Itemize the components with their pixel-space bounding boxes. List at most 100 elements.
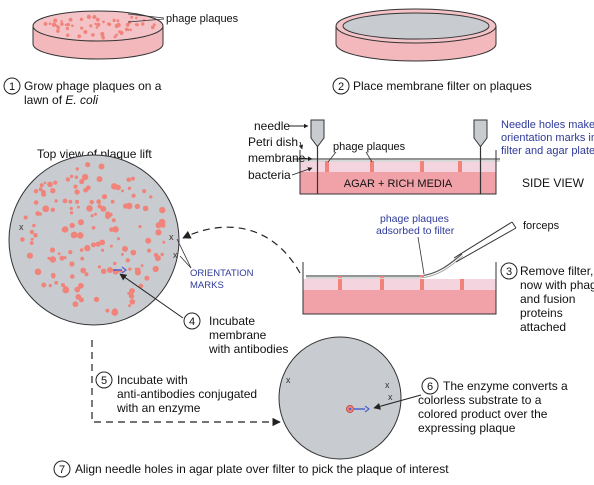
plaque-dot xyxy=(105,308,110,313)
plaque-dot xyxy=(129,299,136,305)
plaque-dot xyxy=(68,17,73,22)
plaque-dot xyxy=(98,163,105,170)
plaque-dot xyxy=(155,229,162,236)
plaque-dot xyxy=(138,225,142,229)
label-bacteria: bacteria xyxy=(248,168,291,182)
plaque-dot xyxy=(144,275,150,281)
step-1-caption: 1 Grow phage plaques on a lawn of E. col… xyxy=(3,77,162,107)
plaque-dot xyxy=(80,256,85,261)
plaque-dot xyxy=(30,237,34,241)
plaque-dot xyxy=(74,189,80,195)
step-text: Grow phage plaques on a xyxy=(24,79,162,93)
plaque-dot xyxy=(71,24,74,28)
plaque-dots xyxy=(43,14,156,40)
plaque-dot xyxy=(112,308,118,314)
plaque-dot xyxy=(96,199,102,205)
label-membrane: membrane xyxy=(248,151,306,165)
plaque-dot xyxy=(62,198,68,204)
step-number-circle xyxy=(53,460,71,478)
step-text: colorless substrate to a xyxy=(418,393,542,407)
needle-left xyxy=(310,119,325,194)
step-number-circle xyxy=(500,262,518,280)
plaque-dot xyxy=(112,18,116,22)
plaque-dot xyxy=(48,22,52,26)
step-number: 4 xyxy=(189,316,195,328)
plaque-dot xyxy=(62,286,70,294)
dashed-flow-arrow xyxy=(91,340,281,427)
plaque-dot xyxy=(29,229,35,235)
needle-right xyxy=(473,119,488,194)
plaque-dot xyxy=(64,23,68,27)
plaque-dot xyxy=(77,232,84,239)
pointer-line xyxy=(365,151,373,163)
plaque-dot xyxy=(128,293,135,299)
plaque-dot xyxy=(78,219,84,226)
plaque-dot xyxy=(130,249,137,256)
plaque-dot xyxy=(105,211,110,217)
plaque-dot xyxy=(131,193,136,198)
plaque-dot xyxy=(141,22,145,26)
plaque-dot xyxy=(84,244,91,252)
plaque-dot xyxy=(95,17,100,22)
needle-note: Needle holes make orientation marks in f… xyxy=(501,119,594,157)
plaque-dot xyxy=(97,265,101,269)
plaque-dot xyxy=(39,183,44,188)
plaque-dot xyxy=(43,22,48,26)
plaque-dot xyxy=(69,211,74,215)
label-orientation-marks: ORIENTATION xyxy=(190,268,254,279)
plaque-dot xyxy=(95,26,99,29)
plaque-dot xyxy=(68,250,73,255)
plaque-dot xyxy=(65,26,69,31)
orientation-mark: x xyxy=(19,222,24,232)
plaque-dot xyxy=(77,205,80,209)
step-2-caption: 2 Place membrane filter on plaques xyxy=(332,77,532,95)
plaque-mark xyxy=(370,161,374,172)
step-text: Place membrane filter on plaques xyxy=(353,79,532,93)
bacteria-layer xyxy=(300,162,496,172)
plaque-dot xyxy=(162,240,166,244)
step-5-caption: 5 Incubate with anti-antibodies conjugat… xyxy=(95,371,257,415)
plaque-dot xyxy=(94,212,97,216)
plaque-dot xyxy=(120,252,124,256)
plaque-dot xyxy=(70,274,75,279)
plaque-dot xyxy=(77,34,82,39)
plaque-dot xyxy=(137,267,141,271)
plaque-dot xyxy=(160,223,166,228)
plaque-dot xyxy=(35,211,41,216)
plaque-dot xyxy=(48,283,52,288)
step-text: Align needle holes in agar plate over fi… xyxy=(75,462,449,476)
plaque-dot xyxy=(86,205,93,212)
plaque-mark xyxy=(458,161,462,172)
svg-text:Needle holes make: Needle holes make xyxy=(501,119,594,131)
orientation-mark: x xyxy=(286,375,291,385)
pointer-line xyxy=(179,255,192,269)
plaque-dot xyxy=(135,16,138,20)
plaque-dot xyxy=(124,27,129,32)
plaque-dot xyxy=(86,14,91,19)
plaque-dot xyxy=(147,248,152,253)
plaque-dot xyxy=(20,237,25,242)
plaque-dot xyxy=(111,218,116,223)
plaque-dot xyxy=(152,265,159,273)
plaque-dot xyxy=(97,204,102,209)
step-text: proteins xyxy=(520,306,563,320)
plaque-dot xyxy=(128,304,131,308)
step-number: 3 xyxy=(506,266,512,278)
label-agar-media: AGAR + RICH MEDIA xyxy=(344,178,453,190)
plaque-dot xyxy=(69,222,75,229)
plaque-dot xyxy=(53,180,58,185)
step-number-circle xyxy=(95,371,113,389)
label-petri-dish: Petri dish xyxy=(248,135,298,149)
step-number-circle xyxy=(183,312,201,330)
plaque-dot xyxy=(85,162,91,168)
plaque-dot xyxy=(47,181,53,188)
plaque-dot xyxy=(61,226,69,233)
plaque-dot xyxy=(54,199,58,203)
plaque-dot xyxy=(84,272,89,277)
plaque-dot xyxy=(26,252,33,259)
plaque-dot xyxy=(100,205,107,212)
agar-layer xyxy=(300,172,496,194)
plaque-dot xyxy=(142,189,147,194)
plaque-dot xyxy=(102,20,105,24)
plaque-dot xyxy=(33,233,38,238)
